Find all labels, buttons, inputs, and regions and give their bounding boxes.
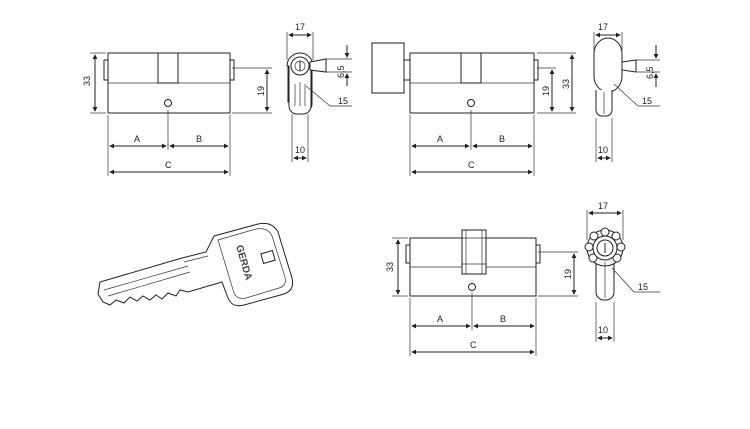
key-outline [97, 222, 294, 307]
dimension-c-label: C [165, 160, 172, 170]
dimension-c-label: C [468, 160, 475, 170]
fixing-screw-hole [164, 99, 172, 107]
knurled-cylinder-side-view: 33 19 A B C [385, 229, 578, 356]
cam-slot [157, 52, 179, 84]
knurled-cylinder-profile-view: 17 15 10 [584, 201, 660, 342]
dimension-a-label: A [437, 134, 443, 144]
height-19-label: 19 [563, 269, 573, 279]
width-17-label: 17 [598, 22, 608, 32]
fixing-screw-hole [468, 283, 476, 291]
thumb-turn-knob [371, 42, 405, 94]
cam-6-5-label: 6,5 [336, 65, 346, 78]
knurled-cam-ring [461, 229, 487, 275]
height-19-label: 19 [256, 86, 266, 96]
height-33-label: 33 [82, 76, 92, 86]
fixing-screw-hole [467, 99, 475, 107]
width-10-label: 10 [598, 325, 608, 335]
dimension-a-label: A [437, 314, 443, 324]
diam-15-label: 15 [642, 96, 652, 106]
width-17-label: 17 [295, 22, 305, 32]
dimension-b-label: B [196, 134, 202, 144]
height-33-label: 33 [385, 262, 395, 272]
key-hole [260, 249, 276, 265]
cam [621, 59, 637, 73]
height-33-label: 33 [561, 79, 571, 89]
width-10-label: 10 [295, 145, 305, 155]
dimension-c-label: C [470, 340, 477, 350]
cam-slot [460, 52, 482, 84]
dimension-b-label: B [500, 314, 506, 324]
key-head-inner [217, 228, 286, 299]
knob-cylinder-side-view: 19 33 A B C [371, 42, 576, 176]
double-cylinder-profile-view: 17 6,5 15 10 [286, 22, 352, 162]
diam-15-label: 15 [338, 96, 348, 106]
knob-profile [593, 37, 623, 93]
knob-cylinder-profile-view: 17 6,5 15 10 [593, 22, 660, 162]
star-cam [584, 227, 626, 267]
double-cylinder-side-view: 33 19 A B C [82, 52, 272, 176]
cam-6-5-label: 6,5 [645, 66, 655, 79]
width-17-label: 17 [598, 201, 608, 211]
dimension-b-label: B [499, 134, 505, 144]
key-illustration: GERDA [97, 222, 294, 307]
dimension-a-label: A [134, 134, 140, 144]
width-10-label: 10 [598, 145, 608, 155]
height-19-label: 19 [541, 86, 551, 96]
diam-15-label: 15 [638, 282, 648, 292]
